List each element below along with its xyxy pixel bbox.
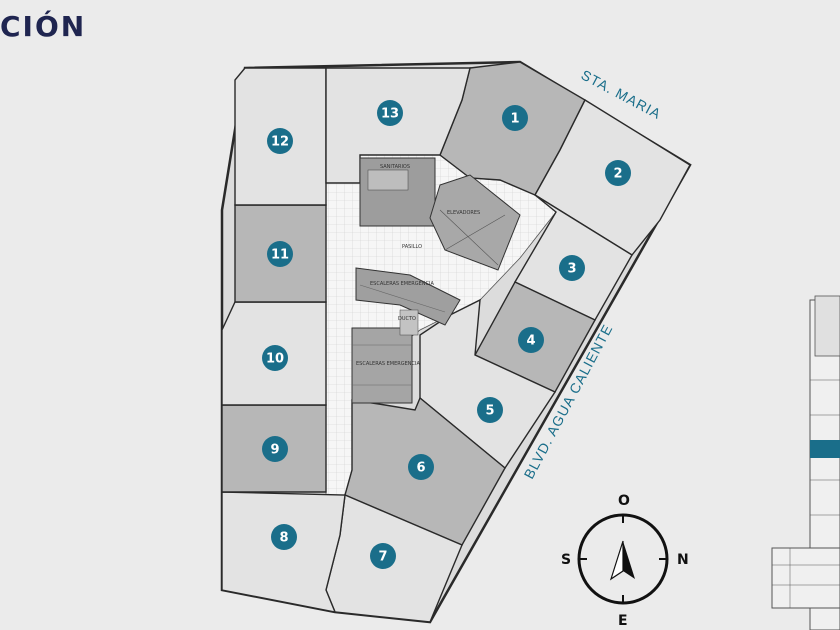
unit-number-label: 10 bbox=[266, 352, 284, 367]
unit-badge-circle bbox=[408, 454, 434, 480]
compass-right-letter: N bbox=[677, 552, 689, 568]
unit-badge-13[interactable]: 13 bbox=[377, 100, 403, 126]
unit-badge-circle bbox=[262, 436, 288, 462]
compass-rose: O N E S bbox=[561, 493, 689, 629]
stair-block-1 bbox=[355, 267, 461, 326]
unit-number-label: 8 bbox=[279, 531, 288, 546]
page-title: CIÓN bbox=[0, 10, 87, 43]
unit-8[interactable] bbox=[221, 491, 346, 613]
unit-badge-6[interactable]: 6 bbox=[408, 454, 434, 480]
unit-badge-circle bbox=[559, 255, 585, 281]
pasillo-label: PASILLO bbox=[402, 244, 422, 250]
unit-badge-2[interactable]: 2 bbox=[605, 160, 631, 186]
unit-number-label: 5 bbox=[485, 404, 494, 419]
unit-badge-3[interactable]: 3 bbox=[559, 255, 585, 281]
sanitarios-label: SANITARIOS bbox=[380, 164, 410, 170]
unit-badge-9[interactable]: 9 bbox=[262, 436, 288, 462]
unit-number-label: 2 bbox=[613, 167, 622, 182]
unit-number-label: 12 bbox=[271, 135, 289, 150]
unit-badge-7[interactable]: 7 bbox=[370, 543, 396, 569]
building-elevation-thumbnail bbox=[771, 295, 840, 630]
unit-number-label: 11 bbox=[271, 248, 289, 263]
unit-badge-5[interactable]: 5 bbox=[477, 397, 503, 423]
elevator-core bbox=[429, 174, 521, 271]
unit-badge-circle bbox=[262, 345, 288, 371]
unit-badge-8[interactable]: 8 bbox=[271, 524, 297, 550]
unit-badge-circle bbox=[605, 160, 631, 186]
unit-badge-12[interactable]: 12 bbox=[267, 128, 293, 154]
stairs-label-2: ESCALERAS EMERGENCIA bbox=[356, 361, 420, 367]
elevators-label: ELEVADORES bbox=[447, 210, 480, 216]
unit-badge-circle bbox=[518, 327, 544, 353]
compass-left-letter: S bbox=[561, 552, 571, 568]
unit-badge-10[interactable]: 10 bbox=[262, 345, 288, 371]
unit-badge-circle bbox=[370, 543, 396, 569]
unit-number-label: 4 bbox=[526, 334, 535, 349]
stairs-label-1: ESCALERAS EMERGENCIA bbox=[370, 281, 434, 287]
stair-block-2 bbox=[351, 327, 413, 404]
unit-number-label: 13 bbox=[381, 107, 399, 122]
unit-badge-circle bbox=[377, 100, 403, 126]
unit-number-label: 3 bbox=[567, 262, 576, 277]
unit-badge-circle bbox=[267, 241, 293, 267]
unit-13[interactable] bbox=[325, 67, 471, 184]
unit-badge-circle bbox=[271, 524, 297, 550]
unit-number-label: 9 bbox=[270, 443, 279, 458]
unit-badge-circle bbox=[477, 397, 503, 423]
unit-5[interactable] bbox=[419, 298, 557, 470]
unit-number-label: 1 bbox=[510, 112, 519, 127]
unit-number-label: 7 bbox=[378, 550, 387, 565]
unit-badge-11[interactable]: 11 bbox=[267, 241, 293, 267]
compass-bottom-letter: E bbox=[618, 613, 628, 629]
sanitarios-block bbox=[359, 157, 436, 227]
unit-badge-4[interactable]: 4 bbox=[518, 327, 544, 353]
compass-top-letter: O bbox=[618, 493, 630, 509]
unit-number-label: 6 bbox=[416, 461, 425, 476]
unit-badge-circle bbox=[502, 105, 528, 131]
unit-badge-1[interactable]: 1 bbox=[502, 105, 528, 131]
unit-badge-circle bbox=[267, 128, 293, 154]
ducto-label: DUCTO bbox=[398, 316, 416, 322]
